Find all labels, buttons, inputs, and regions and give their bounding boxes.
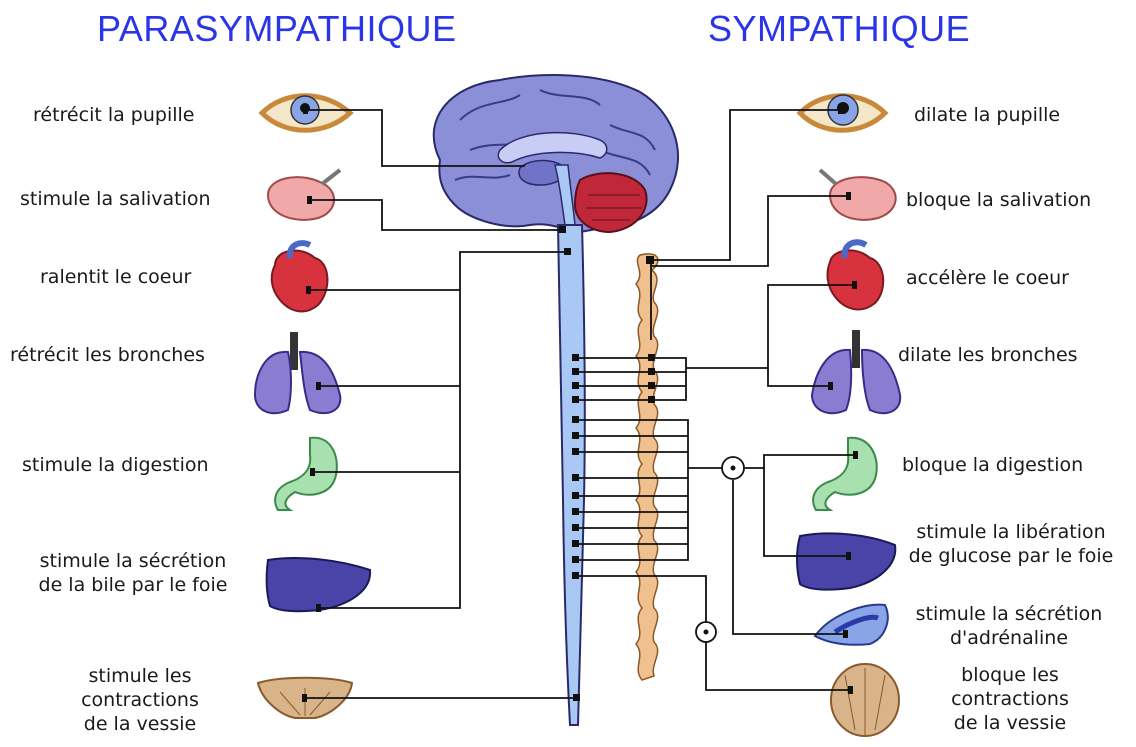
sympathetic-ganglia [696,457,744,642]
symp-label-glucose: stimule la libération de glucose par le … [896,521,1126,569]
right-lungs-icon [812,330,900,413]
sympathetic-chain [636,254,658,680]
right-salivary-gland-icon [820,170,896,220]
adrenal-gland-icon [815,605,888,645]
symp-label-digestion: bloque la digestion [902,454,1083,478]
symp-label-bladder: bloque les contractions de la vessie [930,664,1090,735]
brain-illustration [434,75,678,232]
right-heart-icon [828,242,884,309]
left-liver-icon [267,558,370,611]
spinal-cord [558,225,585,725]
para-label-bile: stimule la sécrétion de la bile par le f… [22,550,244,598]
left-heart-icon [272,243,328,311]
symp-label-heart: accélère le coeur [906,267,1069,291]
right-bladder-icon [831,664,899,736]
right-liver-icon [797,533,895,589]
right-stomach-icon [813,438,877,510]
symp-label-bronchi: dilate les bronches [898,344,1078,368]
para-label-pupil: rétrécit la pupille [33,104,194,128]
para-label-bronchi: rétrécit les bronches [10,344,205,368]
symp-label-pupil: dilate la pupille [914,104,1060,128]
left-salivary-gland-icon [268,170,340,220]
para-label-bladder: stimule les contractions de la vessie [60,665,220,736]
left-stomach-icon [275,438,337,510]
para-label-heart: ralentit le coeur [40,266,191,290]
symp-label-adrenaline: stimule la sécrétion d'adrénaline [894,603,1124,651]
symp-label-salivation: bloque la salivation [906,189,1091,213]
left-lungs-icon [255,332,340,413]
para-label-salivation: stimule la salivation [20,188,211,212]
para-label-digestion: stimule la digestion [22,454,209,478]
